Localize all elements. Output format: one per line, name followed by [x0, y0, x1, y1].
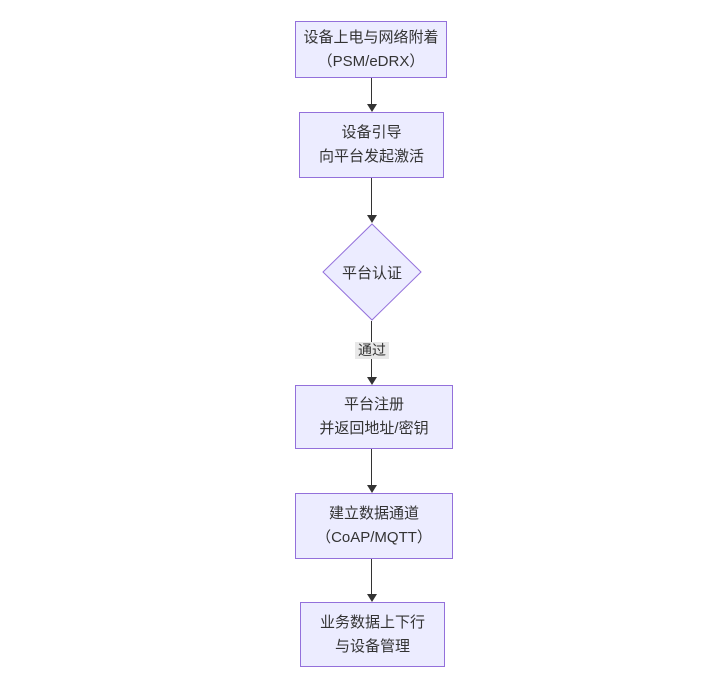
edge-label-pass: 通过	[355, 342, 389, 359]
node-power-attach-label: 设备上电与网络附着 （PSM/eDRX）	[303, 28, 439, 70]
arrowhead-down-icon	[367, 215, 377, 223]
node-bootstrap-label: 设备引导 向平台发起激活	[318, 124, 424, 165]
edge-line	[371, 78, 372, 105]
node-power-attach: 设备上电与网络附着 （PSM/eDRX）	[295, 21, 447, 78]
node-business: 业务数据上下行 与设备管理	[300, 602, 445, 667]
node-business-label: 业务数据上下行 与设备管理	[319, 613, 425, 655]
edge-register-to-channel	[366, 449, 378, 493]
edge-power-to-bootstrap	[366, 78, 378, 112]
node-bootstrap: 设备引导 向平台发起激活	[299, 112, 444, 178]
arrowhead-down-icon	[367, 104, 377, 112]
edge-auth-to-register: 通过	[355, 321, 389, 385]
edge-line	[371, 178, 372, 216]
node-data-channel: 建立数据通道 （CoAP/MQTT）	[295, 493, 453, 559]
edge-bootstrap-to-auth	[366, 178, 378, 223]
diamond-shape-icon	[322, 223, 422, 321]
arrowhead-down-icon	[367, 377, 377, 385]
node-data-channel-label: 建立数据通道 （CoAP/MQTT）	[316, 505, 432, 546]
arrowhead-down-icon	[367, 485, 377, 493]
edge-channel-to-business	[366, 559, 378, 602]
arrowhead-down-icon	[367, 594, 377, 602]
edge-line	[371, 449, 372, 486]
edge-line	[371, 559, 372, 595]
node-auth-label: 平台认证	[341, 264, 402, 282]
node-register: 平台注册 并返回地址/密钥	[295, 385, 453, 449]
node-auth-decision: 平台认证	[322, 223, 422, 321]
node-register-label: 平台注册 并返回地址/密钥	[319, 396, 429, 437]
